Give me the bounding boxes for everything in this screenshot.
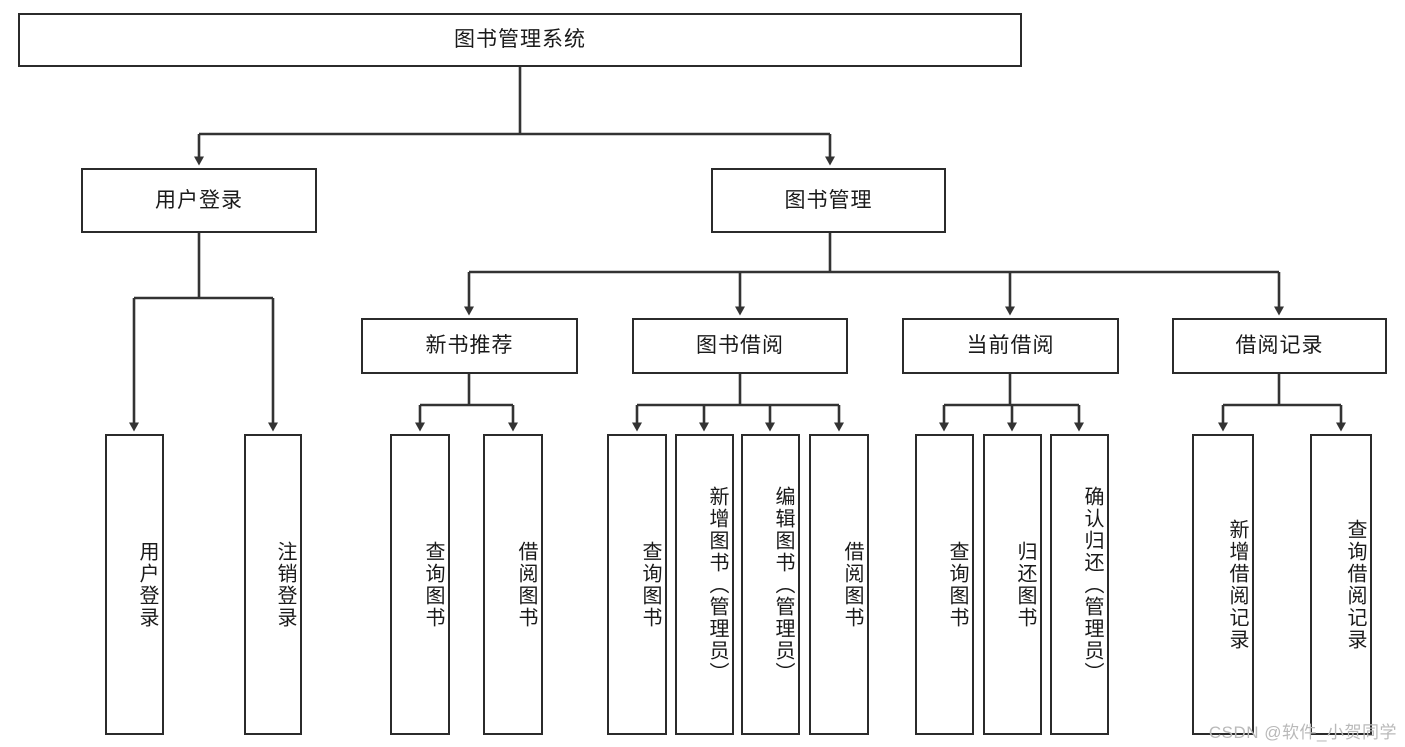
node-label: 新书推荐	[425, 334, 514, 358]
leaf-label: 用户登录	[136, 540, 158, 629]
leaf-label: 借阅图书	[515, 540, 537, 629]
leaf-label: 新增借阅记录	[1226, 518, 1248, 651]
leaf-label: 查询图书	[422, 540, 444, 629]
node-book-borrow[interactable]: 图书借阅	[632, 318, 848, 374]
leaf-label: 注销登录	[274, 540, 296, 629]
leaf-node[interactable]: 归还图书	[983, 434, 1042, 735]
leaf-label: 查询图书	[946, 540, 968, 629]
node-label: 图书借阅	[696, 334, 784, 358]
node-book-management[interactable]: 图书管理	[711, 168, 946, 233]
leaf-label: 新增图书（管理员）	[706, 485, 728, 684]
node-user-login[interactable]: 用户登录	[81, 168, 317, 233]
leaf-node[interactable]: 编辑图书（管理员）	[741, 434, 800, 735]
leaf-node[interactable]: 确认归还（管理员）	[1050, 434, 1109, 735]
leaf-node[interactable]: 注销登录	[244, 434, 302, 735]
leaf-label: 查询借阅记录	[1344, 518, 1366, 651]
leaf-node[interactable]: 查询图书	[915, 434, 974, 735]
node-current-borrow[interactable]: 当前借阅	[902, 318, 1119, 374]
node-label: 用户登录	[155, 188, 243, 212]
leaf-node[interactable]: 查询借阅记录	[1310, 434, 1372, 735]
leaf-node[interactable]: 新增图书（管理员）	[675, 434, 734, 735]
leaf-label: 编辑图书（管理员）	[772, 485, 794, 684]
node-label: 图书管理系统	[454, 28, 586, 52]
leaf-label: 查询图书	[639, 540, 661, 629]
node-label: 图书管理	[784, 188, 873, 212]
leaf-node[interactable]: 借阅图书	[809, 434, 869, 735]
leaf-node[interactable]: 查询图书	[390, 434, 450, 735]
node-new-book-recommend[interactable]: 新书推荐	[361, 318, 578, 374]
node-borrow-record[interactable]: 借阅记录	[1172, 318, 1387, 374]
node-label: 借阅记录	[1235, 334, 1324, 358]
leaf-node[interactable]: 新增借阅记录	[1192, 434, 1254, 735]
leaf-label: 借阅图书	[841, 540, 863, 629]
leaf-node[interactable]: 用户登录	[105, 434, 164, 735]
leaf-node[interactable]: 查询图书	[607, 434, 667, 735]
watermark-text: CSDN @软件_小贺同学	[1208, 723, 1397, 742]
node-label: 当前借阅	[966, 334, 1055, 358]
leaf-label: 归还图书	[1014, 540, 1036, 629]
leaf-node[interactable]: 借阅图书	[483, 434, 543, 735]
node-root-system[interactable]: 图书管理系统	[18, 13, 1022, 67]
leaf-label: 确认归还（管理员）	[1081, 485, 1103, 684]
